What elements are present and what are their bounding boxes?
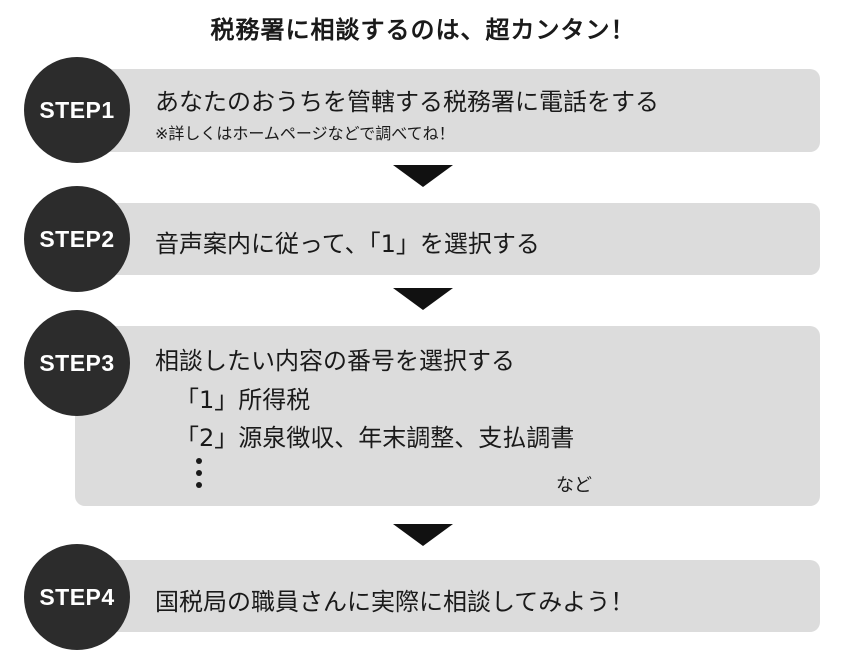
step2-badge: STEP2 (24, 186, 130, 292)
step1-box (75, 69, 820, 152)
step1-text: あなたのおうちを管轄する税務署に電話をする (155, 88, 659, 116)
step3-option-1: 「1」所得税 (175, 386, 311, 414)
step1-badge: STEP1 (24, 57, 130, 163)
step2-box (75, 203, 820, 275)
down-arrow-icon (393, 165, 453, 187)
step4-box (75, 560, 820, 632)
step2-text: 音声案内に従って、「1」を選択する (155, 230, 540, 258)
step3-etc: など (556, 475, 592, 496)
down-arrow-icon (393, 288, 453, 310)
step3-box (75, 326, 820, 506)
page-title: 税務署に相談するのは、超カンタン！ (210, 16, 636, 44)
step4-badge: STEP4 (24, 544, 130, 650)
step4-text: 国税局の職員さんに実際に相談してみよう！ (155, 588, 635, 616)
step3-text: 相談したい内容の番号を選択する (155, 347, 515, 375)
step3-option-2: 「2」源泉徴収、年末調整、支払調書 (175, 424, 575, 452)
step1-note: ※詳しくはホームページなどで調べてね！ (155, 124, 455, 143)
vertical-ellipsis-icon (196, 458, 202, 494)
down-arrow-icon (393, 524, 453, 546)
step3-badge: STEP3 (24, 310, 130, 416)
